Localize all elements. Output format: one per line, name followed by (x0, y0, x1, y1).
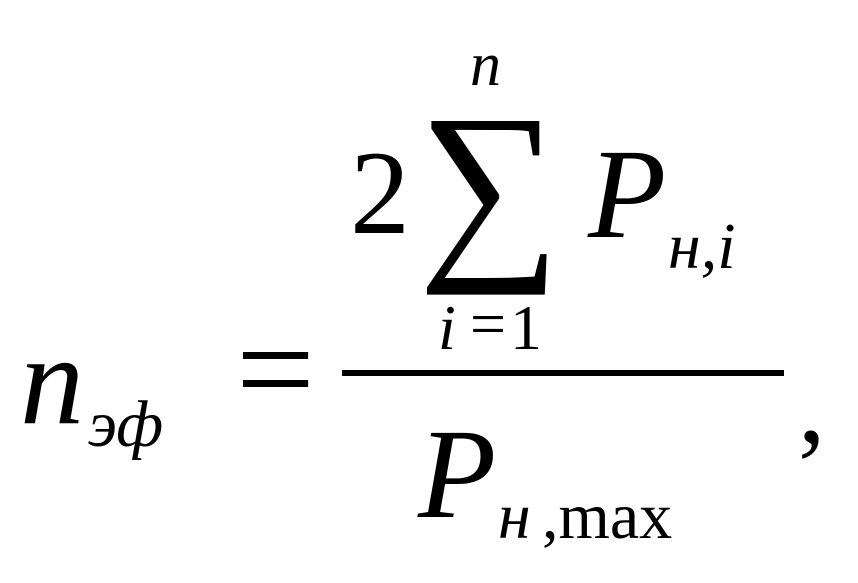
numerator-subscript: н,i (668, 210, 736, 283)
denominator-variable: P (418, 403, 497, 545)
summation-upper-limit: n (470, 31, 501, 99)
denominator-subscript-rest: ,max (542, 480, 673, 553)
numerator-coefficient: 2 (350, 126, 410, 259)
summation-lower-equals: = (470, 288, 507, 359)
trailing-comma: , (798, 344, 826, 466)
summation-lower-index: i (438, 292, 456, 363)
lhs-variable: n (20, 309, 84, 451)
summation-lower-start: 1 (510, 292, 542, 363)
denominator-subscript-italic: н (498, 480, 531, 553)
numerator-variable: P (588, 123, 667, 265)
lhs-subscript: эф (88, 388, 164, 461)
summation-symbol: ∑ (418, 75, 561, 296)
equals-sign: = (236, 292, 315, 447)
fraction-bar (342, 370, 784, 376)
